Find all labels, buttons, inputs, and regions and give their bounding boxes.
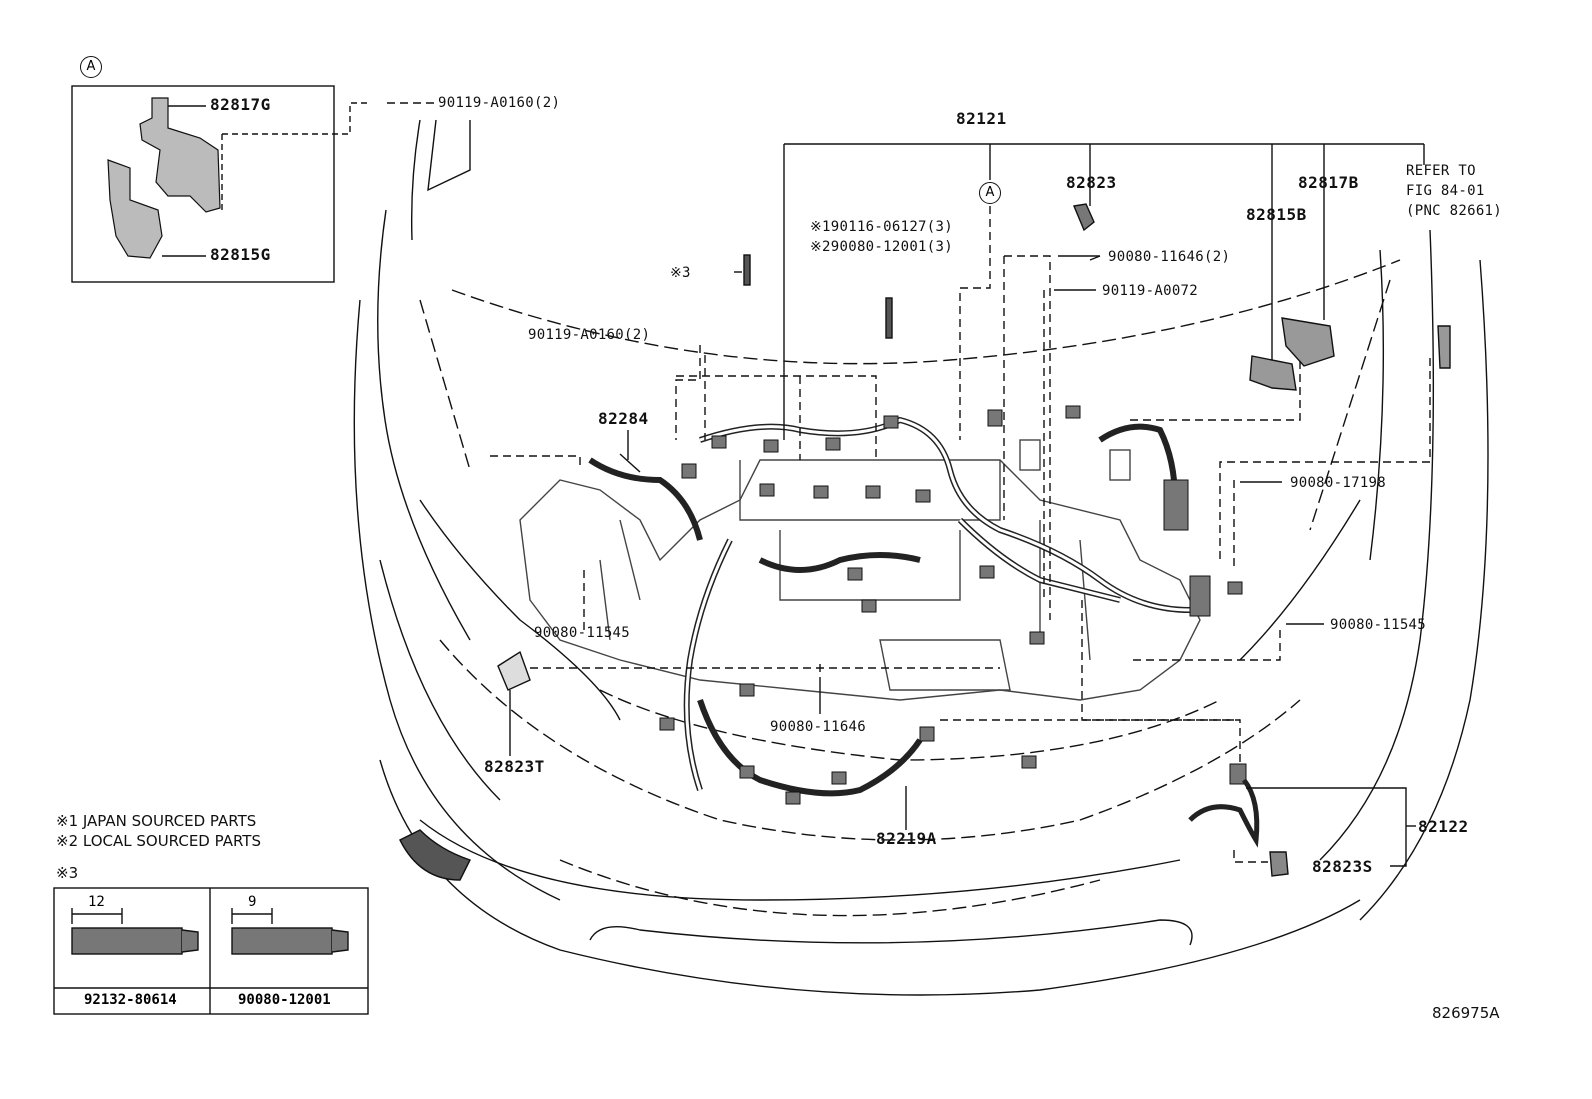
inset-dash	[222, 102, 370, 135]
label-90119-A0160-top: 90119-A0160(2)	[438, 95, 561, 111]
bumper-inner	[419, 819, 1181, 901]
refer-line-1: REFER TO	[1406, 163, 1476, 179]
grille	[589, 919, 1193, 946]
inset-box	[71, 85, 335, 283]
bracket-82121	[783, 143, 1425, 440]
fender-right-2	[1359, 259, 1489, 921]
fender-right	[1319, 229, 1435, 861]
stud-left	[743, 254, 751, 286]
stud-part-1: 92132-80614	[84, 992, 177, 1008]
leader-lines	[387, 102, 1431, 863]
part-82823-clip	[1073, 203, 1095, 232]
hood-dash-1	[419, 299, 471, 471]
inset-marker: A	[80, 56, 102, 78]
stud-part-2: 90080-12001	[238, 992, 331, 1008]
leader-solid	[509, 255, 1416, 867]
label-82122: 82122	[1418, 817, 1469, 836]
stud-drawing-1	[71, 908, 199, 955]
refer-line-2: FIG 84-01	[1406, 183, 1485, 199]
stud-mid	[885, 297, 893, 339]
fender-right-3	[1369, 249, 1385, 561]
stud-length-2: 9	[248, 894, 257, 910]
label-82815G: 82815G	[210, 245, 271, 264]
part-82823S	[1269, 851, 1289, 877]
label-star1-part: ※190116-06127(3)	[810, 219, 953, 235]
bracket-82817G-shape	[107, 97, 221, 259]
label-82815B: 82815B	[1246, 205, 1307, 224]
refer-line-3: (PNC 82661)	[1406, 203, 1503, 219]
label-82284: 82284	[598, 409, 649, 428]
stud-table	[53, 887, 369, 1015]
label-82121: 82121	[956, 109, 1007, 128]
fender-curve-right	[1239, 499, 1361, 661]
label-82817B: 82817B	[1298, 173, 1359, 192]
grille-2	[559, 859, 1101, 917]
engine-block	[519, 459, 1201, 701]
label-90080-11646-bottom: 90080-11646	[770, 719, 867, 735]
connectors	[659, 405, 1247, 805]
part-82661	[1437, 325, 1451, 369]
part-82815B	[1249, 355, 1297, 391]
hood-dash-2	[1309, 279, 1391, 531]
lower-arc-1	[439, 639, 1301, 841]
bumper-outer	[379, 759, 1361, 996]
note-japan-sourced: ※1 JAPAN SOURCED PARTS	[56, 812, 257, 830]
cowl-arc	[451, 259, 1401, 365]
hood-left-curve	[377, 209, 471, 641]
fender-left-2	[379, 559, 501, 801]
note-stud-marker: ※3	[56, 864, 79, 882]
label-82219A: 82219A	[876, 829, 937, 848]
note-local-sourced: ※2 LOCAL SOURCED PARTS	[56, 832, 261, 850]
label-82823S: 82823S	[1312, 857, 1373, 876]
hood-outline	[410, 119, 471, 241]
label-82823: 82823	[1066, 173, 1117, 192]
stud-drawing-2	[231, 908, 349, 955]
harness-runs	[588, 416, 1191, 797]
label-star3: ※3	[670, 265, 691, 281]
label-90119-A0160-left: 90119-A0160(2)	[528, 327, 651, 343]
figure-id: 826975A	[1432, 1004, 1500, 1022]
headlight-left	[399, 829, 471, 881]
label-90080-17198: 90080-17198	[1290, 475, 1387, 491]
part-82823T	[497, 650, 531, 691]
marker-main: A	[979, 182, 1001, 204]
label-82817G: 82817G	[210, 95, 271, 114]
label-82823T: 82823T	[484, 757, 545, 776]
label-90080-11545-right: 90080-11545	[1330, 617, 1427, 633]
stud-length-1: 12	[88, 894, 105, 910]
fender-left	[353, 299, 561, 901]
fender-curve-left	[419, 499, 621, 721]
label-90119-A0072: 90119-A0072	[1102, 283, 1199, 299]
harness-82122	[1188, 778, 1260, 848]
label-90080-11646-top: 90080-11646(2)	[1108, 249, 1231, 265]
label-90080-11545-left: 90080-11545	[534, 625, 631, 641]
label-star2-part: ※290080-12001(3)	[810, 239, 953, 255]
part-82817B	[1281, 317, 1335, 367]
